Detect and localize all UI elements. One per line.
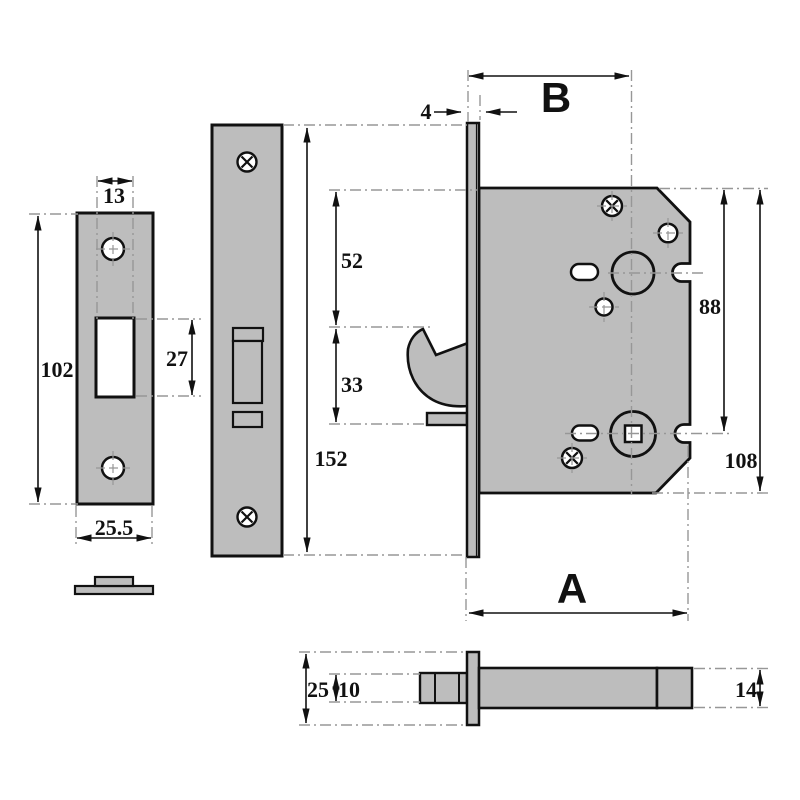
extension-lines [29,70,768,726]
case-side-view-end [655,666,694,710]
faceplate [465,121,481,559]
hook-bolt [406,327,470,408]
label-hub-offset: 10 [338,677,360,702]
forend-bolt-aperture [231,339,264,405]
label-strike-height: 102 [41,357,74,382]
forend-screw-slots [240,155,254,524]
label-top-to-hook: 52 [341,248,363,273]
parts [73,121,694,727]
strike-plate-side-view [73,584,155,596]
label-forend-height: 152 [315,446,348,471]
dimension-labels: 13 102 27 25.5 152 4 B 52 33 88 108 A 25… [41,74,758,702]
label-faceplate-width: 25 [307,677,329,702]
label-case-height: 108 [725,448,758,473]
label-strike-width: 25.5 [95,515,134,540]
faceplate-side-view [465,650,481,727]
trigger-bolt [425,411,469,427]
label-hook-to-trigger: 33 [341,372,363,397]
forend-trigger-aperture [231,410,264,429]
dimension-lines [34,72,764,724]
label-case-depth: A [557,565,587,612]
label-backset: B [541,74,571,121]
lock-case [477,186,692,495]
label-strike-slot-width: 13 [103,183,125,208]
label-faceplate-thickness: 4 [421,99,432,124]
strike-plate-side-boss [93,575,135,588]
fixing-slot-top [569,262,600,282]
case-side-view [477,666,659,710]
hole-crosshairs [96,191,683,485]
strike-bolt-cutout [94,316,136,399]
forend-bolt-aperture-top [231,326,265,343]
label-top-to-spindle: 88 [699,294,721,319]
label-strike-slot-height: 27 [166,346,188,371]
label-case-thickness: 14 [735,677,757,702]
